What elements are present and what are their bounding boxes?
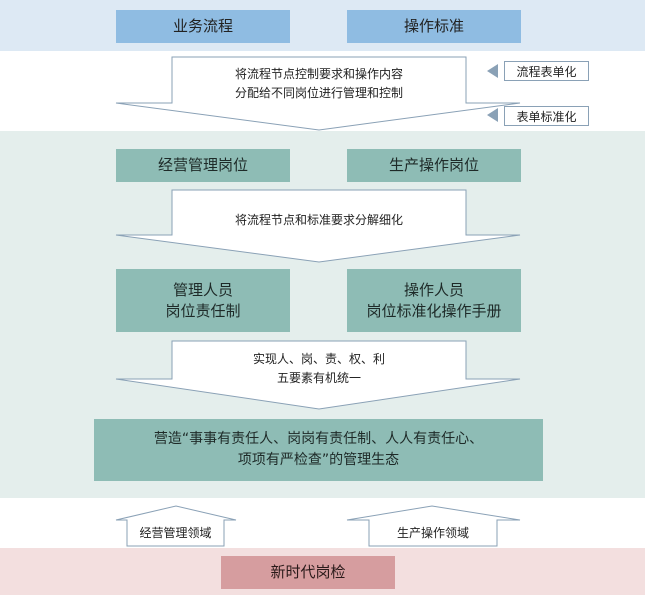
triangle-left-icon — [487, 108, 498, 122]
up-arrow-left-text: 经营管理领域 — [139, 526, 212, 540]
manager-role-box: 管理人员 岗位责任制 — [116, 269, 290, 332]
triangle-left-icon — [487, 64, 498, 78]
business-management-post-box: 经营管理岗位 — [116, 149, 290, 182]
arrow3-text: 实现人、岗、责、权、利 五要素有机统一 — [252, 352, 385, 385]
top-band — [0, 0, 645, 51]
up-arrow-right — [346, 505, 521, 547]
up-arrow-left — [115, 505, 237, 547]
down-arrow-3 — [115, 340, 521, 410]
business-process-box: 业务流程 — [116, 10, 290, 43]
arrow2-text: 将流程节点和标准要求分解细化 — [234, 213, 403, 227]
up-arrow-right-text: 生产操作领域 — [396, 526, 469, 540]
production-operation-post-box: 生产操作岗位 — [347, 149, 521, 182]
operator-role-box: 操作人员 岗位标准化操作手册 — [347, 269, 521, 332]
new-era-post-inspection-box: 新时代岗检 — [221, 556, 395, 589]
side-label-form-standard: 表单标准化 — [504, 106, 589, 126]
down-arrow-2 — [115, 189, 521, 263]
operation-standard-box: 操作标准 — [347, 10, 521, 43]
side-label-process-form: 流程表单化 — [504, 61, 589, 81]
management-ecology-box: 营造“事事有责任人、岗岗有责任制、人人有责任心、 项项有严检查”的管理生态 — [94, 419, 543, 481]
arrow1-text: 将流程节点控制要求和操作内容 分配给不同岗位进行管理和控制 — [234, 67, 403, 100]
down-arrow-1 — [115, 56, 521, 131]
